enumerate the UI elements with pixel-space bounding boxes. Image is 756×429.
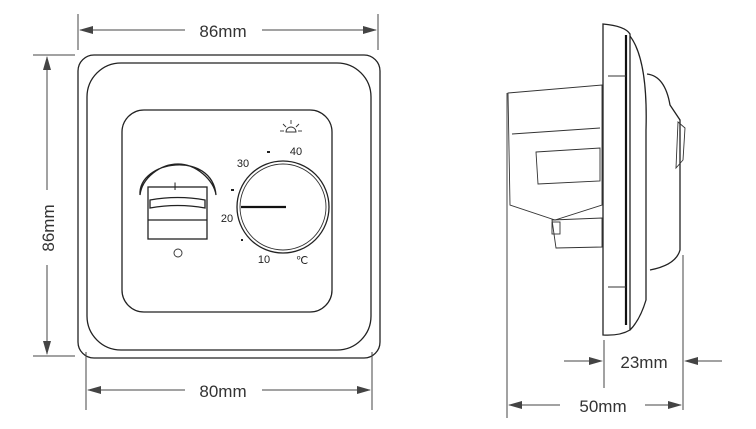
- depth-label-23mm: 23mm: [620, 353, 667, 372]
- outer-frame: [77, 54, 381, 359]
- width-label-80mm: 80mm: [199, 382, 246, 401]
- front-cover: [629, 35, 647, 331]
- dimension-80mm-width: [85, 352, 373, 410]
- depth-label-50mm: 50mm: [579, 397, 626, 416]
- height-label-86mm: 86mm: [39, 204, 58, 251]
- temperature-dial: [236, 160, 330, 254]
- dimension-50mm: [506, 93, 682, 418]
- front-view: I 30 40 20 10 ℃: [33, 14, 381, 410]
- scale-10: 10: [258, 254, 270, 266]
- scale-40: 40: [290, 146, 302, 158]
- power-switch: [139, 163, 217, 258]
- scale-20: 20: [221, 213, 233, 225]
- scale-30: 30: [237, 158, 249, 170]
- face-panel: [121, 109, 333, 313]
- frame-bevel: [86, 62, 372, 351]
- unit-celsius: ℃: [296, 255, 308, 267]
- dimension-23mm: [564, 255, 722, 410]
- width-label-86mm: 86mm: [199, 22, 246, 41]
- sun-icon: [280, 120, 302, 133]
- switch-on-label: I: [173, 181, 176, 193]
- dimension-86mm-height: [33, 54, 75, 357]
- dimension-86mm-width: [77, 14, 379, 50]
- side-view: [507, 23, 686, 336]
- back-box: [507, 84, 603, 221]
- knob-profile: [646, 73, 681, 271]
- off-indicator: [173, 248, 183, 258]
